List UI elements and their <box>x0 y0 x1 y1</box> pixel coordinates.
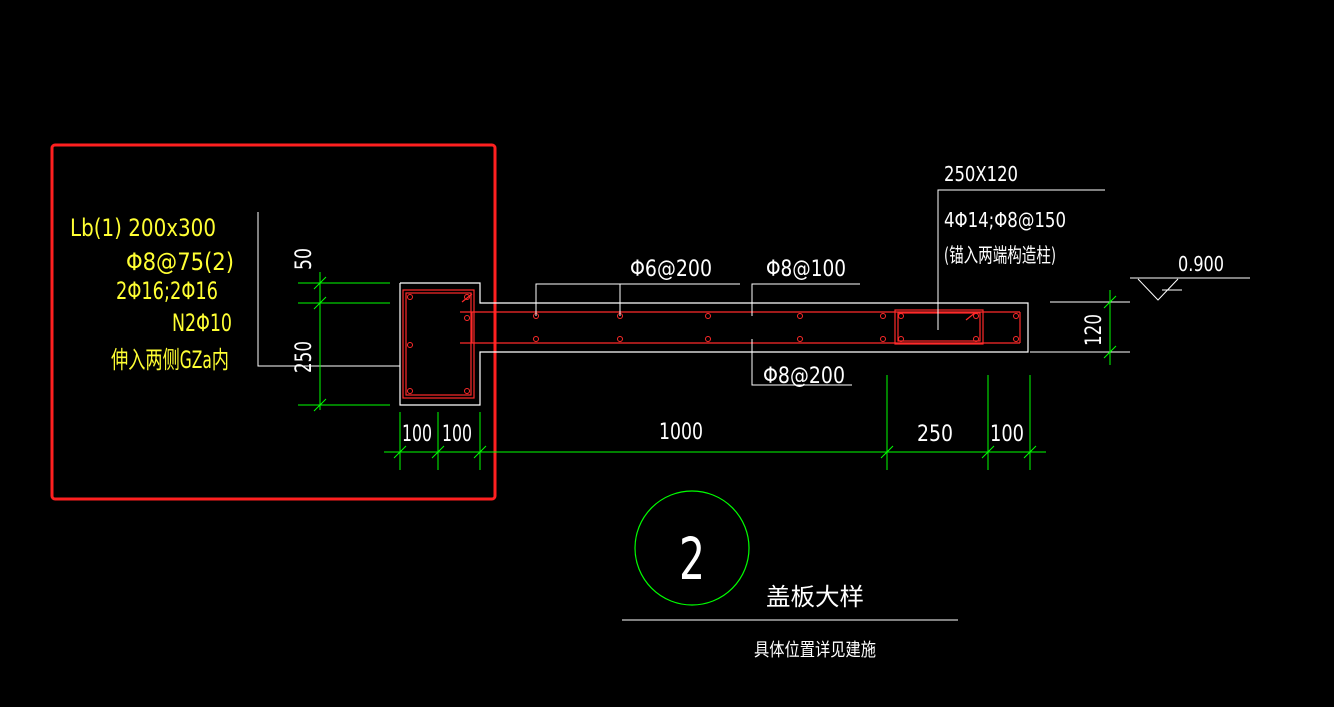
dim-slab-thk: 120 <box>1082 314 1107 346</box>
rebar <box>402 289 1021 399</box>
slab-labels: Φ6@200 Φ8@100 Φ8@200 <box>630 257 846 389</box>
beam-note: Lb(1) 200x300 Φ8@75(2) 2Φ16;2Φ16 N2Φ10 伸… <box>70 214 234 374</box>
detail-number: 2 <box>679 525 705 593</box>
end-beam-size: 250X120 <box>944 162 1018 186</box>
leader-lines <box>257 189 1250 621</box>
dim-h4: 250 <box>917 422 953 447</box>
end-beam-rebar: 4Φ14;Φ8@150 <box>944 208 1066 232</box>
end-beam-note: 250X120 4Φ14;Φ8@150 (锚入两端构造柱) <box>944 162 1066 267</box>
slab-bottom-bar-label: Φ8@200 <box>763 364 845 389</box>
dimension-lines <box>298 272 1117 470</box>
beam-note-line3: 2Φ16;2Φ16 <box>116 277 218 305</box>
beam-note-line5: 伸入两侧GZa内 <box>111 346 229 374</box>
slab-mid-bar-label: Φ8@100 <box>766 257 846 282</box>
detail-circle <box>634 490 750 606</box>
dim-h1: 100 <box>402 422 432 447</box>
dim-h5: 100 <box>990 422 1024 447</box>
detail-title: 盖板大样 <box>766 583 864 611</box>
beam-note-line1: Lb(1) 200x300 <box>70 214 216 242</box>
elevation-label: 0.900 <box>1178 252 1224 276</box>
end-beam-anchor: (锚入两端构造柱) <box>944 243 1056 267</box>
dimension-texts: 50 250 120 100 100 1000 250 100 <box>292 248 1107 447</box>
highlight-box <box>50 143 497 501</box>
beam-note-line2: Φ8@75(2) <box>126 248 234 276</box>
detail-note: 具体位置详见建施 <box>754 640 876 661</box>
slab-top-bar-label: Φ6@200 <box>630 257 712 282</box>
dim-v-main: 250 <box>292 341 317 373</box>
dim-h3: 1000 <box>659 420 703 445</box>
beam-note-line4: N2Φ10 <box>172 309 232 337</box>
dim-h2: 100 <box>442 422 472 447</box>
rebar-dots <box>407 294 1019 394</box>
beam-section <box>399 282 1029 406</box>
dim-v-top: 50 <box>292 248 317 270</box>
